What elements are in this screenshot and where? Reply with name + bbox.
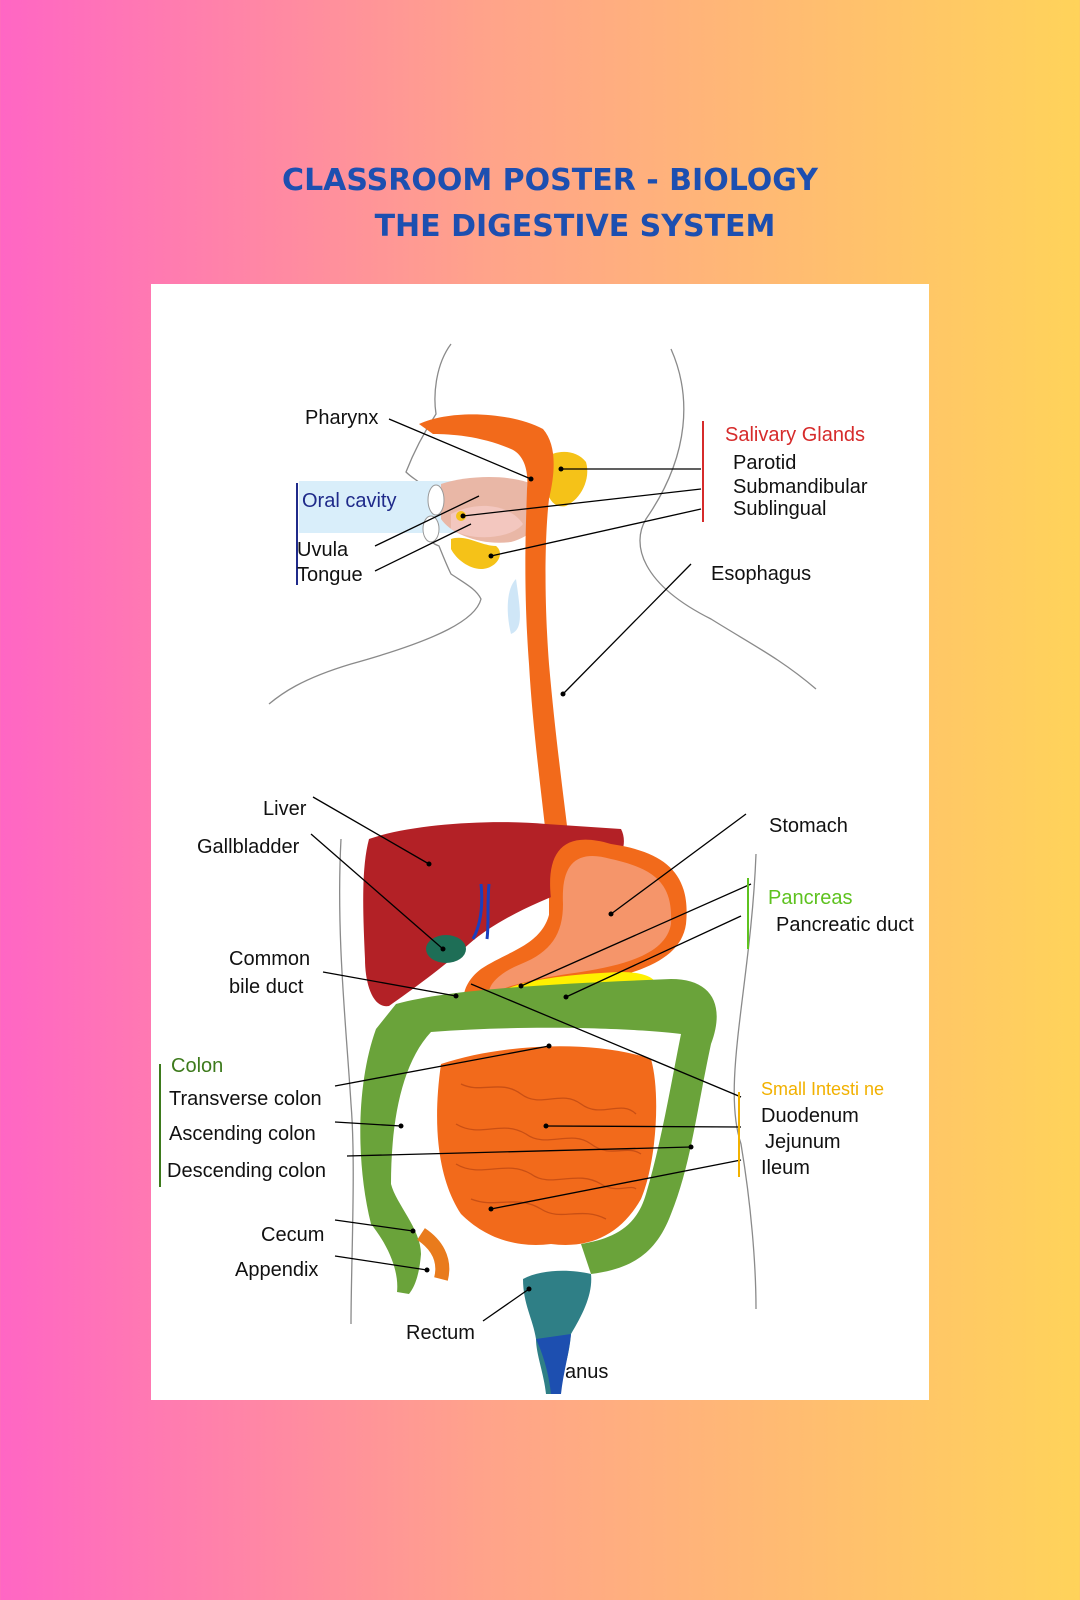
anus-shape (536, 1334, 571, 1394)
bile-ducts (471, 883, 491, 940)
label-ileum: Ileum (761, 1157, 810, 1179)
trachea-shape (507, 579, 520, 634)
colon-group-label: Colon (171, 1055, 223, 1077)
sublingual-gland (451, 537, 501, 569)
parotid-gland (543, 451, 588, 507)
label-pharynx: Pharynx (305, 407, 378, 429)
poster-title: CLASSROOM POSTER - BIOLOGY THE DIGESTIVE… (0, 158, 1080, 250)
label-anus: anus (565, 1361, 608, 1383)
leader-lines (310, 418, 752, 1322)
label-pancreatic-duct: Pancreatic duct (776, 914, 914, 936)
label-ascending-colon: Ascending colon (169, 1123, 316, 1145)
label-rectum: Rectum (406, 1322, 475, 1344)
label-parotid: Parotid (733, 452, 796, 474)
digestive-system-diagram: Salivary Glands Oral cavity Pancreas Col… (159, 343, 914, 1394)
esophagus-shape (419, 414, 571, 924)
label-stomach: Stomach (769, 815, 848, 837)
title-line-1: CLASSROOM POSTER - BIOLOGY (282, 163, 818, 198)
label-esophagus: Esophagus (711, 563, 811, 585)
small-intestine-group-label: Small Intesti ne (761, 1079, 884, 1099)
label-submandibular: Submandibular (733, 476, 868, 498)
colon-shape (360, 979, 717, 1294)
cecum-shape (416, 1228, 450, 1281)
label-descending-colon: Descending colon (167, 1160, 326, 1182)
label-liver: Liver (263, 798, 307, 820)
upper-teeth (427, 484, 445, 516)
label-transverse-colon: Transverse colon (169, 1088, 322, 1110)
stomach-inner (488, 856, 672, 996)
diagram-panel: Salivary Glands Oral cavity Pancreas Col… (151, 284, 929, 1400)
pancreas-group-label: Pancreas (768, 887, 853, 909)
small-intestine-shape (437, 1046, 657, 1245)
label-tongue: Tongue (297, 564, 363, 586)
label-gallbladder: Gallbladder (197, 836, 300, 858)
rectum-shape (523, 1270, 592, 1394)
salivary-glands-group-label: Salivary Glands (725, 424, 865, 446)
gallbladder-shape (426, 935, 466, 963)
label-common-bile-duct-line1: Common (229, 948, 310, 970)
label-sublingual: Sublingual (733, 498, 826, 520)
title-line-2: THE DIGESTIVE SYSTEM (374, 209, 776, 244)
label-appendix: Appendix (235, 1259, 318, 1281)
tongue-shape (451, 505, 523, 538)
organ-labels: Pharynx Parotid Submandibular Sublingual… (167, 407, 914, 1383)
lower-teeth (422, 515, 440, 543)
oral-cavity-group-label: Oral cavity (302, 490, 396, 512)
label-common-bile-duct-line2: bile duct (229, 976, 304, 998)
label-uvula: Uvula (297, 539, 349, 561)
label-duodenum: Duodenum (761, 1105, 859, 1127)
intestine-folds (455, 1083, 642, 1220)
leader-dots (398, 466, 694, 1292)
label-cecum: Cecum (261, 1224, 324, 1246)
label-jejunum: Jejunum (765, 1131, 841, 1153)
